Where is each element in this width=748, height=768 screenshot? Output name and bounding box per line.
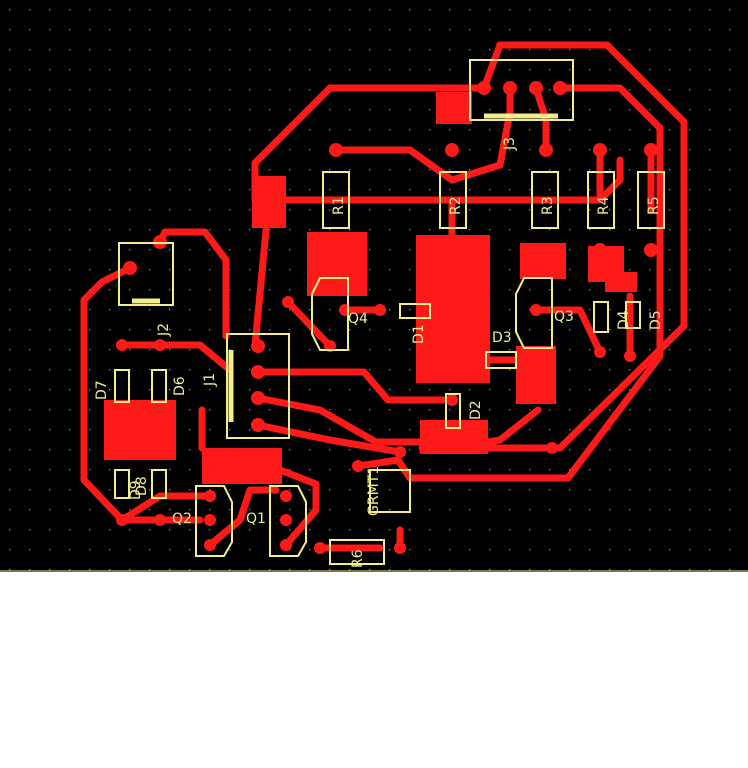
D8-outline xyxy=(151,469,167,499)
label-D5: D5 xyxy=(648,310,664,330)
Q1-outline xyxy=(269,485,307,557)
J2-outline xyxy=(118,242,174,306)
D6-outline xyxy=(151,369,167,403)
label-D8: D8 xyxy=(134,476,150,496)
label-Q3: Q3 xyxy=(554,309,574,325)
label-GRMT1: GRMT1 xyxy=(366,466,382,516)
D7-outline xyxy=(114,369,130,403)
labels: R1 R2 R3 R4 R5 J3 J2 J1 Q4 Q3 Q2 Q1 D1 D… xyxy=(94,137,664,568)
Q2-outline xyxy=(195,485,233,557)
label-R3: R3 xyxy=(540,196,556,215)
label-D4: D4 xyxy=(616,310,632,330)
silkscreen xyxy=(114,59,665,565)
label-D2: D2 xyxy=(468,400,484,420)
label-D6: D6 xyxy=(172,376,188,396)
R5-outline xyxy=(637,171,665,229)
label-R6: R6 xyxy=(350,549,366,568)
label-Q1: Q1 xyxy=(246,511,266,527)
R2-outline xyxy=(439,171,467,229)
label-Q2: Q2 xyxy=(172,511,192,527)
label-R1: R1 xyxy=(331,196,347,215)
copper-traces xyxy=(80,41,688,552)
R4-outline xyxy=(587,171,615,229)
label-D7: D7 xyxy=(94,380,110,400)
label-D1: D1 xyxy=(411,324,427,344)
pads xyxy=(116,81,658,554)
D1-outline xyxy=(399,303,431,319)
label-J2: J2 xyxy=(156,323,172,337)
label-J3: J3 xyxy=(502,137,518,151)
D9-outline xyxy=(114,469,130,499)
D3-outline xyxy=(485,351,517,369)
label-R2: R2 xyxy=(448,196,464,215)
GRMT1-outline xyxy=(369,469,411,513)
D2-outline xyxy=(445,393,461,429)
D4-outline xyxy=(593,301,609,333)
label-J1: J1 xyxy=(202,373,218,387)
label-D9: D9 xyxy=(128,480,144,500)
label-R5: R5 xyxy=(646,196,662,215)
Q4-outline xyxy=(311,277,349,351)
pcb-layout: R1 R2 R3 R4 R5 J3 J2 J1 Q4 Q3 Q2 Q1 D1 D… xyxy=(0,0,748,572)
label-Q4: Q4 xyxy=(348,311,368,327)
J3-outline xyxy=(469,59,574,121)
label-R4: R4 xyxy=(596,196,612,215)
R6-outline xyxy=(329,539,385,565)
label-D3: D3 xyxy=(492,330,512,346)
J1-outline xyxy=(226,333,290,439)
R3-outline xyxy=(531,171,559,229)
R1-outline xyxy=(322,171,350,229)
D5-outline xyxy=(625,301,641,329)
Q3-outline xyxy=(515,277,553,349)
